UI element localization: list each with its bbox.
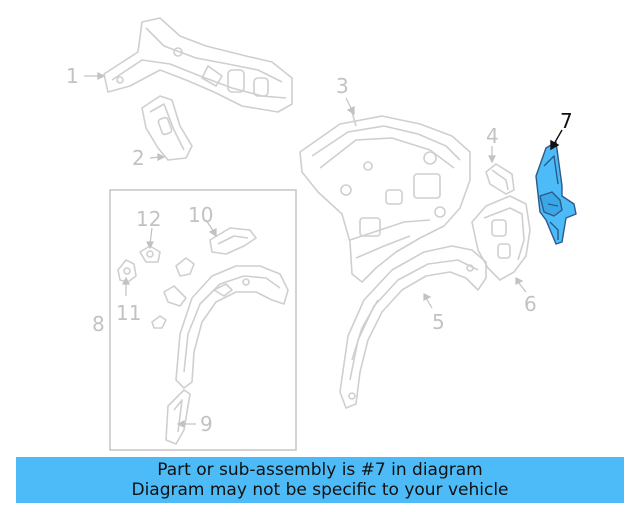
banner-line-1: Part or sub-assembly is #7 in diagram (157, 460, 483, 480)
part-10 (209, 227, 257, 255)
callout-8: 8 (92, 312, 105, 336)
callout-4: 4 (486, 124, 499, 148)
part-7-highlighted (535, 141, 577, 245)
part-12 (139, 245, 161, 263)
callout-9: 9 (200, 412, 213, 436)
leader-lines (84, 72, 527, 428)
sub-assembly-box (109, 189, 297, 451)
small-clips (151, 257, 195, 329)
callout-5: 5 (432, 310, 445, 334)
callout-10: 10 (188, 203, 214, 227)
callout-2: 2 (132, 146, 145, 170)
part-1-frame-rail (103, 17, 293, 113)
part-6-side-bracket (471, 195, 531, 281)
part-11 (117, 259, 137, 283)
callout-12: 12 (136, 207, 162, 231)
callout-1: 1 (66, 64, 79, 88)
callout-3: 3 (336, 74, 349, 98)
part-9 (165, 389, 191, 445)
part-4-small-bracket (485, 163, 515, 195)
part-5-wheel-arch (339, 245, 487, 409)
callout-6: 6 (524, 292, 537, 316)
part-8-inner-wheel-arch (175, 265, 289, 389)
part-3-rear-panel (299, 111, 471, 283)
callout-7: 7 (560, 109, 573, 133)
callout-11: 11 (116, 301, 142, 325)
banner-line-2: Diagram may not be specific to your vehi… (131, 480, 509, 500)
info-banner: Part or sub-assembly is #7 in diagram Di… (16, 457, 624, 503)
part-2-bracket (141, 95, 193, 161)
part-7-leader (550, 129, 563, 151)
